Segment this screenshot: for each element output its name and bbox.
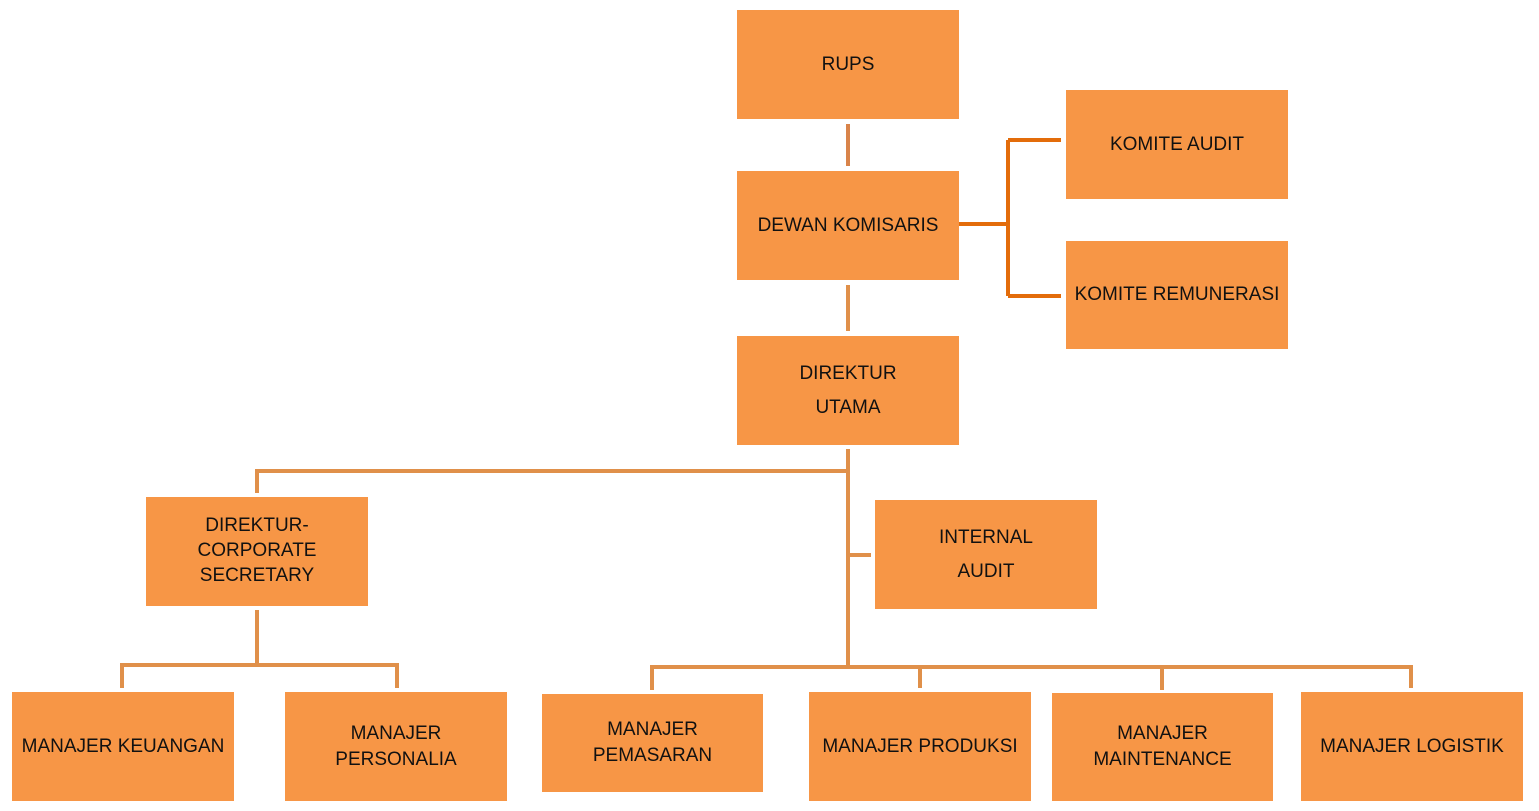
node-label: MAINTENANCE: [1093, 749, 1232, 770]
node-manajer-pemasaran: MANAJER PEMASARAN: [542, 694, 763, 792]
node-label: MANAJER PRODUKSI: [822, 735, 1018, 757]
connector-dewan-komite: [958, 138, 1061, 298]
node-komite-remunerasi: KOMITE REMUNERASI: [1066, 241, 1288, 349]
node-label: SECRETARY: [199, 564, 315, 586]
node-label: MANAJER: [1117, 723, 1208, 745]
node-label: RUPS: [821, 53, 875, 75]
connector-direktur-corpsec: [255, 469, 848, 493]
node-label: MANAJER KEUANGAN: [21, 735, 225, 757]
node-rups: RUPS: [737, 10, 959, 119]
node-label: MANAJER LOGISTIK: [1320, 735, 1504, 757]
node-label: DIREKTUR-: [205, 515, 309, 537]
node-label: MANAJER: [350, 722, 442, 744]
node-label: DEWAN KOMISARIS: [757, 214, 939, 236]
connector-corpsec-managers: [120, 663, 399, 688]
node-manajer-maintenance: MANAJER MAINTENANCE: [1052, 693, 1273, 801]
node-komite-audit: KOMITE AUDIT: [1066, 90, 1288, 199]
node-direktur-utama: DIREKTUR UTAMA: [737, 336, 959, 445]
node-label: AUDIT: [957, 560, 1015, 582]
node-label: KOMITE AUDIT: [1109, 133, 1245, 155]
node-manajer-produksi: MANAJER PRODUKSI: [809, 692, 1031, 801]
node-label: PERSONALIA: [335, 748, 457, 770]
node-label: KOMITE REMUNERASI: [1074, 284, 1280, 306]
node-label: INTERNAL: [939, 526, 1033, 548]
node-manajer-logistik: MANAJER LOGISTIK: [1301, 692, 1523, 801]
node-manajer-keuangan: MANAJER KEUANGAN: [12, 692, 234, 801]
node-direktur-corporate-secretary: DIREKTUR- CORPORATE SECRETARY: [146, 497, 368, 606]
node-label: MANAJER: [607, 719, 698, 741]
node-label: UTAMA: [815, 396, 881, 418]
node-dewan-komisaris: DEWAN KOMISARIS: [737, 171, 959, 280]
connector-direktur-managers: [650, 665, 1413, 690]
node-label: PEMASARAN: [592, 745, 713, 766]
node-label: CORPORATE: [197, 540, 317, 562]
node-manajer-personalia: MANAJER PERSONALIA: [285, 692, 507, 801]
node-label: DIREKTUR: [799, 362, 897, 384]
node-internal-audit: INTERNAL AUDIT: [875, 500, 1097, 609]
